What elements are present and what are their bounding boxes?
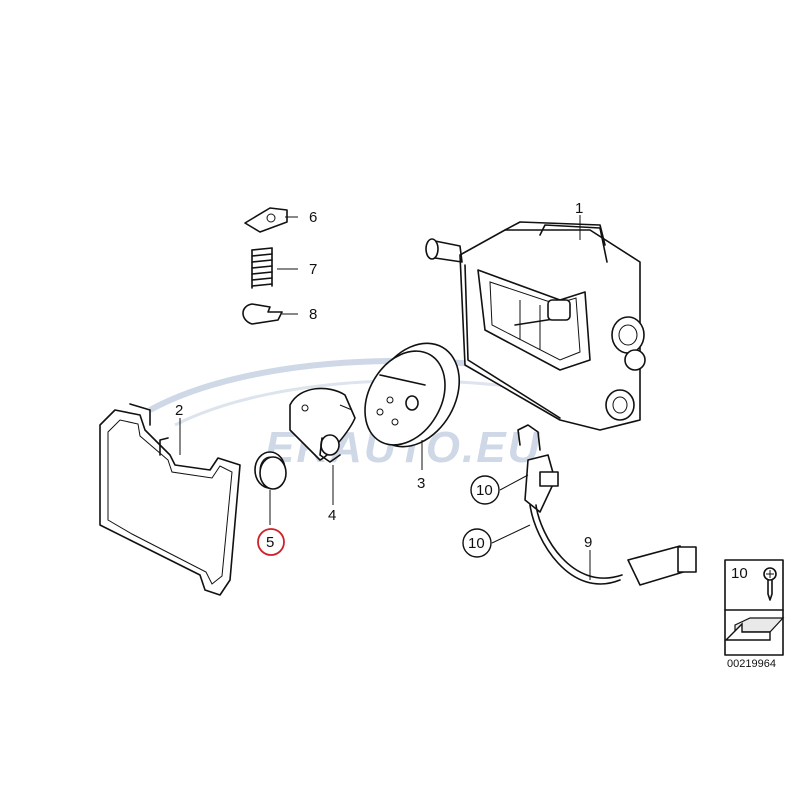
svg-text:1: 1 (575, 200, 583, 217)
part-5-snap-ring (254, 451, 287, 490)
svg-text:2: 2 (175, 402, 183, 419)
svg-text:10: 10 (468, 535, 485, 552)
leader-lines (179, 215, 591, 580)
callout-1[interactable]: 1 (575, 200, 583, 217)
callout-5-highlight-ring (257, 528, 285, 556)
svg-text:9: 9 (584, 534, 592, 551)
part-2-cover-frame (99, 403, 241, 596)
callout-2[interactable]: 2 (175, 402, 183, 419)
part-7-spring (251, 247, 273, 289)
legend-number: 10 (731, 565, 748, 582)
screw-icon (763, 567, 777, 601)
diagram-part-number: 00219964 (727, 658, 776, 670)
callout-9[interactable]: 9 (584, 534, 592, 551)
svg-text:5: 5 (266, 534, 274, 551)
svg-text:6: 6 (309, 209, 317, 226)
callout-10-lower[interactable]: 10 (462, 528, 492, 558)
direction-arrow-icon (724, 617, 785, 641)
svg-text:3: 3 (417, 475, 425, 492)
callout-6[interactable]: 6 (309, 209, 317, 226)
callout-3[interactable]: 3 (417, 475, 425, 492)
part-9-sensor (517, 424, 697, 586)
legend-box: 10 (724, 559, 785, 656)
svg-text:4: 4 (328, 507, 336, 524)
callout-8[interactable]: 8 (309, 306, 317, 323)
callout-10-upper[interactable]: 10 (470, 475, 500, 505)
svg-text:8: 8 (309, 306, 317, 323)
part-3-pulley (364, 342, 461, 448)
part-1-housing (425, 221, 646, 431)
callout-4[interactable]: 4 (328, 507, 336, 524)
part-8-clip (242, 303, 283, 325)
part-4-cam-plate (289, 387, 356, 463)
callout-5[interactable]: 5 (257, 528, 285, 556)
svg-text:10: 10 (476, 482, 493, 499)
svg-text:7: 7 (309, 261, 317, 278)
part-6-plate (244, 207, 288, 233)
callout-7[interactable]: 7 (309, 261, 317, 278)
